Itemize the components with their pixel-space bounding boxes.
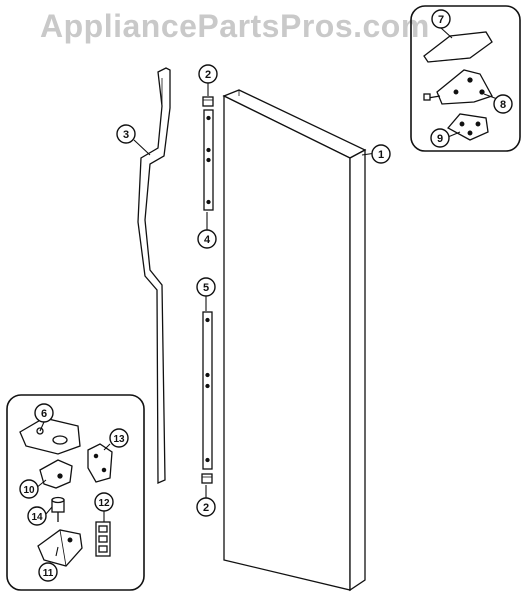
svg-text:5: 5 [203,282,209,294]
callout-2-top: 2 [198,64,218,84]
end-cap-top [202,96,214,107]
end-cap-bottom [201,473,213,484]
callout-4: 4 [197,229,217,249]
svg-text:8: 8 [500,99,506,111]
svg-text:9: 9 [437,133,443,145]
callout-6: 6 [34,403,54,423]
callout-2-bottom: 2 [196,497,216,517]
svg-text:2: 2 [205,69,211,81]
door-handle [137,67,171,484]
svg-text:3: 3 [123,129,129,141]
svg-text:13: 13 [113,434,125,445]
callout-11: 11 [38,562,58,582]
callout-12: 12 [94,492,114,512]
svg-text:6: 6 [41,408,47,420]
svg-text:12: 12 [98,498,110,509]
callout-10: 10 [19,479,39,499]
door-panel [222,89,367,592]
callout-14: 14 [27,506,47,526]
svg-text:11: 11 [43,568,54,579]
upper-trim-strip [203,109,214,211]
callout-7: 7 [431,9,451,29]
callout-9: 9 [430,128,450,148]
svg-text:1: 1 [378,149,384,161]
lower-trim-strip [202,311,213,470]
svg-text:7: 7 [438,14,444,26]
svg-text:4: 4 [204,234,211,246]
callout-3: 3 [116,124,136,144]
inset-box-bottom-hinge [6,394,145,591]
svg-text:2: 2 [203,502,209,514]
callout-5: 5 [196,277,216,297]
callout-1: 1 [371,144,391,164]
callout-8: 8 [493,94,513,114]
watermark-logo: AppliancePartsPros.com [40,8,430,44]
svg-text:10: 10 [23,485,35,496]
callout-13: 13 [109,428,129,448]
svg-text:14: 14 [31,512,43,523]
inset-box-top-hinge [410,5,521,152]
